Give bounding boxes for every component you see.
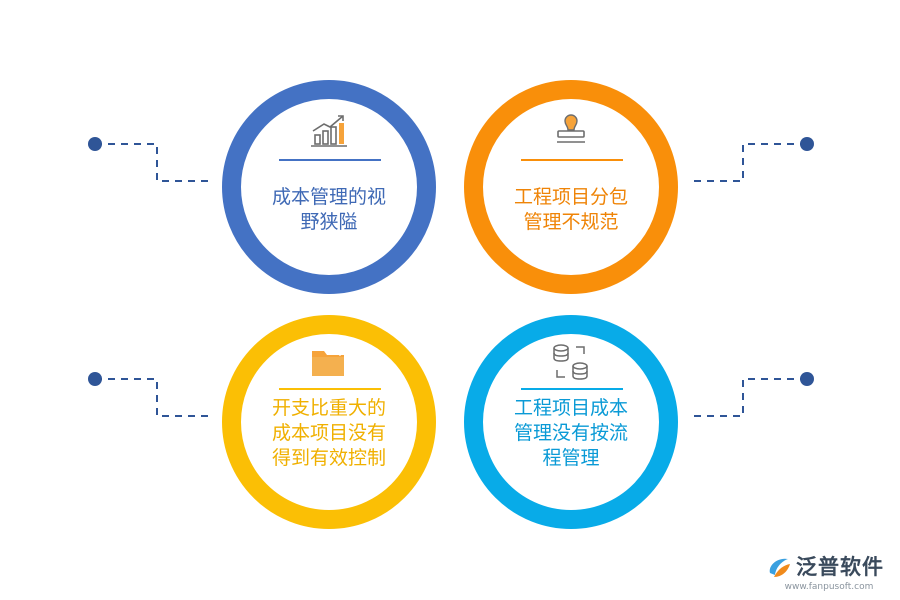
- connector-bottom-right: [688, 378, 807, 417]
- database-sync-icon: [551, 342, 591, 382]
- brand-url: www.fanpusoft.com: [784, 582, 874, 592]
- divider-line: [279, 388, 381, 390]
- brand-name: 泛普软件: [796, 555, 884, 579]
- connector-top-right: [688, 143, 807, 182]
- connector-dot-top-left: [88, 137, 102, 151]
- brand-watermark: 泛普软件 www.fanpusoft.com: [766, 553, 892, 597]
- issue-circle-2: 工程项目分包管理不规范: [464, 80, 678, 294]
- issue-label: 成本管理的视野狭隘: [271, 186, 386, 233]
- divider-line: [521, 388, 623, 390]
- connector-top-left: [95, 143, 213, 182]
- issue-label: 工程项目成本管理没有按流程管理: [513, 397, 628, 469]
- stamp-icon: [551, 109, 591, 149]
- issue-circle-3: 开支比重大的成本项目没有得到有效控制: [222, 315, 436, 529]
- connector-bottom-left: [95, 378, 213, 417]
- growth-chart-icon: [309, 109, 349, 149]
- connector-dot-top-right: [800, 137, 814, 151]
- divider-line: [279, 159, 381, 161]
- brand-logo-icon: [766, 555, 792, 581]
- divider-line: [521, 159, 623, 161]
- folder-icon: [309, 342, 349, 382]
- issue-circle-1: 成本管理的视野狭隘: [222, 80, 436, 294]
- issue-label: 工程项目分包管理不规范: [513, 186, 628, 233]
- issue-circle-4: 工程项目成本管理没有按流程管理: [464, 315, 678, 529]
- connector-dot-bottom-right: [800, 372, 814, 386]
- connector-dot-bottom-left: [88, 372, 102, 386]
- issue-label: 开支比重大的成本项目没有得到有效控制: [271, 397, 386, 469]
